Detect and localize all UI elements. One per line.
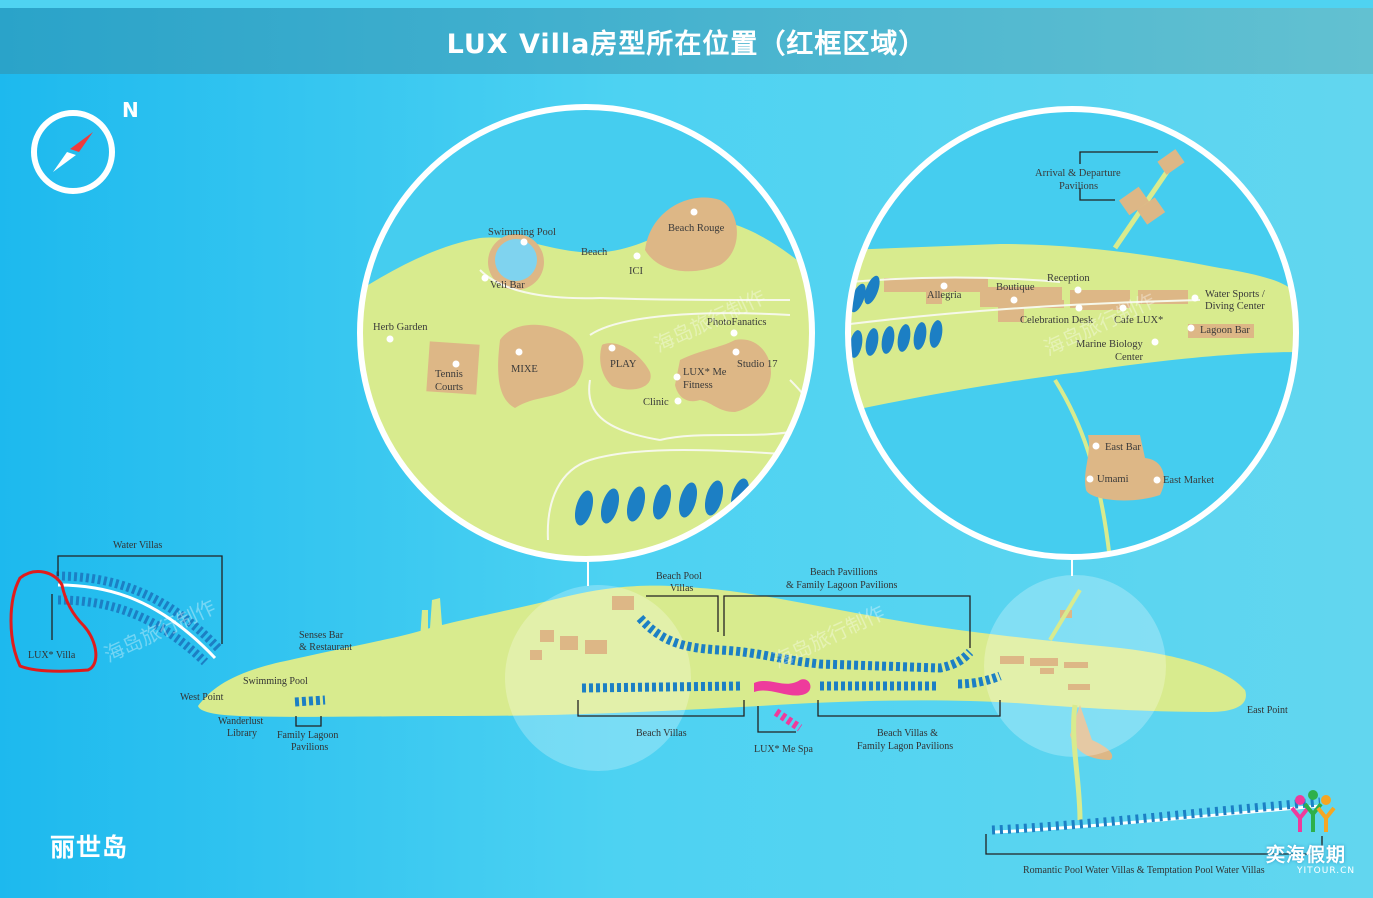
label-beach-pool-villas: Beach Pool: [656, 571, 702, 582]
label-library: Library: [227, 728, 257, 739]
inset-label-beach-rouge: Beach Rouge: [668, 223, 725, 234]
island-name: 丽世岛: [50, 833, 129, 862]
inset-label-marine-center: Center: [1115, 352, 1143, 363]
label-beach-villas: Beach Villas: [636, 728, 687, 739]
inset-label-marine-biology: Marine Biology: [1076, 339, 1144, 350]
inset-label-water-sports: Water Sports /: [1205, 289, 1265, 300]
north-label: N: [122, 98, 139, 122]
label-east-point: East Point: [1247, 705, 1288, 716]
inset-label-studio17: Studio 17: [737, 359, 778, 370]
inset-label-tennis: Tennis: [435, 369, 463, 380]
label-lux-villa: LUX* Villa: [28, 650, 76, 661]
lux-me-spa-shape: [754, 679, 811, 732]
label-family-lagoon-pavilions: & Family Lagoon Pavilions: [786, 580, 897, 591]
label-swimming-pool: Swimming Pool: [243, 676, 308, 687]
label-beach-pavillions: Beach Pavillions: [810, 567, 878, 578]
label-romantic-villas: Romantic Pool Water Villas & Temptation …: [1023, 865, 1265, 876]
inset-label-play: PLAY: [610, 359, 637, 370]
inset-label-celebration: Celebration Desk: [1020, 315, 1094, 326]
label-wanderlust: Wanderlust: [218, 716, 264, 727]
label-family-lagon-pavilions: Family Lagon Pavilions: [857, 741, 953, 752]
label-senses-bar: Senses Bar: [299, 630, 344, 641]
label-restaurant: & Restaurant: [299, 642, 352, 653]
brand-name-cn: 奕海假期: [1266, 844, 1347, 866]
inset-label-photofanatics: PhotoFanatics: [707, 317, 767, 328]
label-beach-pool-villas-2: Villas: [670, 583, 693, 594]
inset-label-lagoon-bar: Lagoon Bar: [1200, 325, 1250, 336]
romantic-water-villas: [991, 797, 1321, 835]
inset-label-herb-garden: Herb Garden: [373, 322, 428, 333]
top-strip: [0, 0, 1373, 8]
lux-villa-highlight: [9, 570, 98, 673]
brand-logo-icon: [1290, 790, 1336, 832]
inset-label-boutique: Boutique: [996, 282, 1035, 293]
compass-icon: [31, 110, 115, 194]
callout-brackets: [51, 555, 1323, 855]
inset-label-lux-me: LUX* Me: [683, 367, 727, 378]
right-inset-villas: [849, 275, 943, 358]
main-island: [198, 585, 1246, 760]
inset-label-east-bar: East Bar: [1105, 442, 1141, 453]
inset-label-east-market: East Market: [1163, 475, 1214, 486]
inset-label-clinic: Clinic: [643, 397, 669, 408]
inset-label-arrival: Arrival & Departure: [1035, 168, 1121, 179]
right-inset: Arrival & Departure Pavilions Reception …: [845, 106, 1299, 560]
label-beach-villas-family: Beach Villas &: [877, 728, 938, 739]
inset-label-ici: ICI: [629, 266, 644, 277]
inset-label-diving-center: Diving Center: [1205, 301, 1265, 312]
label-water-villas: Water Villas: [113, 540, 162, 551]
label-family-lagoon: Family Lagoon: [277, 730, 338, 741]
page-title: LUX Villa房型所在位置（红框区域）: [446, 28, 927, 60]
inset-label-beach: Beach: [581, 247, 608, 258]
inset-label-pavilions: Pavilions: [1059, 181, 1098, 192]
zoom-area-left: [505, 585, 691, 771]
inset-label-fitness: Fitness: [683, 380, 713, 391]
left-inset: Swimming Pool Beach Rouge Beach ICI Veli…: [357, 104, 815, 562]
label-pavilions: Pavilions: [291, 742, 328, 753]
inset-label-mixe: MIXE: [511, 364, 538, 375]
inset-label-cafe-lux: Cafe LUX*: [1114, 315, 1163, 326]
brand-name-en: YITOUR.CN: [1297, 866, 1356, 876]
label-west-point: West Point: [180, 692, 224, 703]
label-lux-me-spa: LUX* Me Spa: [754, 744, 813, 755]
water-villas-arc: [55, 571, 224, 666]
villa-rows: [294, 614, 1002, 707]
inset-label-allegria: Allegria: [927, 290, 962, 301]
inset-label-reception: Reception: [1047, 273, 1090, 284]
inset-label-courts: Courts: [435, 382, 463, 393]
inset-label-veli-bar: Veli Bar: [490, 280, 525, 291]
page-title-bar: LUX Villa房型所在位置（红框区域）: [0, 8, 1373, 74]
inset-label-swimming-pool: Swimming Pool: [488, 227, 556, 238]
inset-label-umami: Umami: [1097, 474, 1129, 485]
